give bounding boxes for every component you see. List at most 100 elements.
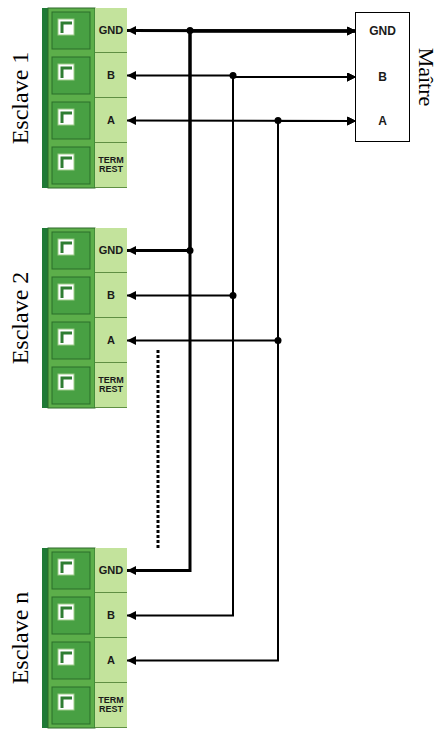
screw-slot bbox=[62, 68, 72, 78]
terminal-label-cell: GND bbox=[95, 8, 127, 53]
bus-wire bbox=[127, 121, 356, 661]
junction-dot bbox=[275, 337, 282, 344]
screw-head bbox=[58, 239, 74, 255]
terminal-label-cell: B bbox=[95, 53, 127, 98]
screw-slot bbox=[62, 333, 72, 343]
screw-slot bbox=[62, 158, 72, 168]
screw-well bbox=[52, 367, 90, 404]
screw-head bbox=[58, 604, 74, 620]
screw-slot bbox=[62, 113, 72, 123]
screw-well bbox=[52, 57, 90, 94]
device-label: Maître bbox=[415, 48, 437, 107]
terminal-block: Esclave 2GNDBATERM REST bbox=[42, 228, 127, 408]
screw-head bbox=[58, 154, 74, 170]
screw-well bbox=[52, 597, 90, 634]
bus-wires bbox=[127, 31, 356, 661]
pin-name: A bbox=[107, 115, 115, 126]
pin-name: TERM REST bbox=[98, 156, 124, 174]
pin-name: A bbox=[378, 115, 387, 127]
bus-wire bbox=[127, 31, 356, 571]
terminal-label-cell: B bbox=[95, 273, 127, 318]
screw-head bbox=[58, 649, 74, 665]
terminal-label-cell: TERM REST bbox=[95, 143, 127, 188]
device-label: Esclave 1 bbox=[8, 52, 32, 145]
terminal-body bbox=[48, 228, 95, 408]
screw-well bbox=[52, 102, 90, 139]
terminal-label-cell: A bbox=[95, 638, 127, 683]
screw-head bbox=[58, 694, 74, 710]
junction-dot bbox=[275, 117, 282, 124]
continuation-dash bbox=[157, 350, 160, 550]
screw-slot bbox=[62, 378, 72, 388]
screw-well bbox=[52, 552, 90, 589]
screw-well bbox=[52, 277, 90, 314]
junction-dot bbox=[187, 27, 194, 34]
bus-wire bbox=[127, 77, 356, 616]
pin-name: A bbox=[107, 655, 115, 666]
junction-dots bbox=[187, 27, 282, 344]
screw-head bbox=[58, 329, 74, 345]
terminal-body bbox=[48, 8, 95, 188]
pin-name: TERM REST bbox=[98, 376, 124, 394]
device-label: Esclave n bbox=[8, 592, 32, 685]
pin-name: A bbox=[107, 335, 115, 346]
terminal-block-body bbox=[42, 228, 95, 408]
pin-name: GND bbox=[99, 25, 123, 36]
screw-head bbox=[58, 64, 74, 80]
terminal-label-cell: A bbox=[95, 318, 127, 363]
terminal-bodies bbox=[42, 8, 95, 728]
device-label: Esclave 2 bbox=[8, 272, 32, 365]
junction-dot bbox=[187, 247, 194, 254]
pin-name: GND bbox=[99, 565, 123, 576]
terminal-label-cell: A bbox=[95, 98, 127, 143]
master-pin-cell: A bbox=[356, 106, 409, 136]
terminal-label-cell: GND bbox=[95, 228, 127, 273]
screw-well bbox=[52, 147, 90, 184]
screw-slot bbox=[62, 653, 72, 663]
pin-name: GND bbox=[99, 245, 123, 256]
pin-name: B bbox=[107, 610, 115, 621]
terminal-edge-strip bbox=[42, 228, 48, 408]
screw-head bbox=[58, 559, 74, 575]
terminal-block: Esclave nGNDBATERM REST bbox=[42, 548, 127, 728]
screw-slot bbox=[62, 288, 72, 298]
terminal-body bbox=[48, 548, 95, 728]
screw-well bbox=[52, 642, 90, 679]
screw-well bbox=[52, 232, 90, 269]
bus-wire bbox=[127, 31, 356, 251]
master-box: MaîtreGNDBA bbox=[355, 12, 410, 142]
pin-name: B bbox=[378, 71, 387, 83]
screw-head bbox=[58, 284, 74, 300]
bus-wire bbox=[127, 121, 356, 341]
junction-dot bbox=[230, 292, 237, 299]
terminal-label-cell: TERM REST bbox=[95, 363, 127, 408]
screw-slot bbox=[62, 698, 72, 708]
terminal-block-body bbox=[42, 8, 95, 188]
terminal-block: Esclave 1GNDBATERM REST bbox=[42, 8, 127, 188]
bus-wire bbox=[127, 77, 356, 296]
screw-slot bbox=[62, 608, 72, 618]
screw-slot bbox=[62, 243, 72, 253]
pin-name: B bbox=[107, 290, 115, 301]
screw-well bbox=[52, 322, 90, 359]
junction-dot bbox=[230, 72, 237, 79]
pin-name: B bbox=[107, 70, 115, 81]
screw-head bbox=[58, 374, 74, 390]
master-pin-cell: B bbox=[356, 62, 409, 92]
screw-well bbox=[52, 12, 90, 49]
pin-name: TERM REST bbox=[98, 696, 124, 714]
pin-name: GND bbox=[369, 25, 396, 37]
screw-slot bbox=[62, 23, 72, 33]
screw-slot bbox=[62, 563, 72, 573]
terminal-block-body bbox=[42, 548, 95, 728]
terminal-label-cell: B bbox=[95, 593, 127, 638]
screw-head bbox=[58, 19, 74, 35]
terminal-label-cell: GND bbox=[95, 548, 127, 593]
terminal-edge-strip bbox=[42, 8, 48, 188]
terminal-edge-strip bbox=[42, 548, 48, 728]
screw-head bbox=[58, 109, 74, 125]
master-pin-cell: GND bbox=[356, 16, 409, 46]
terminal-label-cell: TERM REST bbox=[95, 683, 127, 728]
